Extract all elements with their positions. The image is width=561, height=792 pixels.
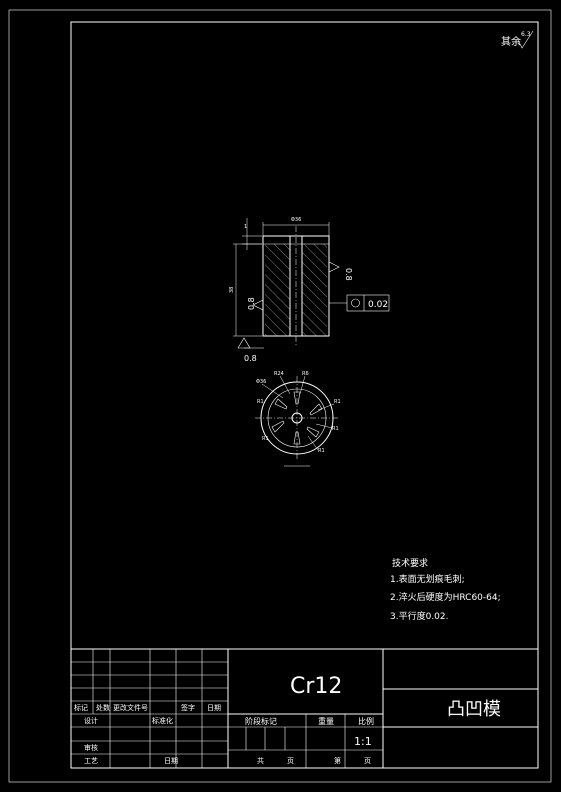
tech-requirement-1: 1.表面无划痕毛刺; [390,573,465,585]
top-view-label-1: R24 [274,371,284,377]
standardization-label: 标准化 [152,716,173,725]
tech-requirements: 技术要求 1.表面无划痕毛刺; 2.淬火后硬度为HRC60-64; 3.平行度0… [390,557,501,622]
tolerance-circle-icon [351,298,360,308]
process-label: 工艺 [84,757,98,765]
tolerance-frame [346,294,390,312]
material-label: Cr12 [290,674,342,699]
rev-header-date: 日期 [207,704,221,712]
scale-value: 1:1 [354,735,372,748]
front-section-view: Φ36 1 38 0.8 0.8 0.8 0.02 [229,217,390,363]
top-plan-view: Φ36 R24 R6 R1 R1 R1 R1 R1 [255,371,341,467]
top-view-label-0: Φ36 [256,379,266,385]
weight-header: 重量 [318,716,334,726]
punch-slots [271,391,323,445]
scale-header: 比例 [358,716,374,726]
roughness-left-label: 0.8 [247,297,256,310]
rev-header-sign: 签字 [181,703,195,712]
roughness-right-label: 0.8 [344,268,353,281]
section-hatch-left [265,244,290,336]
roughness-left-icon [252,299,264,311]
leader-a [261,383,284,399]
part-name: 凸凹模 [447,699,501,720]
title-block-frame [70,648,539,769]
rev-header-doc: 更改文件号 [113,703,148,712]
top-view-label-6: R1 [262,436,269,442]
roughness-other-symbol: 其余 6.3 [501,30,534,49]
top-view-label-2: R6 [302,371,309,377]
top-view-label-4: R1 [334,399,341,405]
sheet-number-unit: 页 [364,757,371,765]
title-block: 标记 处数 更改文件号 签字 日期 设计 标准化 审核 工艺 日期 Cr12 阶… [70,648,539,769]
sheet-total-label: 共 [257,756,264,765]
leader-b [279,375,291,395]
tech-requirement-2: 2.淬火后硬度为HRC60-64; [390,591,501,603]
leader-d [317,403,335,411]
small-dim-label: 1 [244,224,247,230]
sheet-total-unit: 页 [287,757,294,765]
tech-requirement-3: 3.平行度0.02. [390,610,449,622]
left-dim-label: 38 [229,287,235,293]
tech-requirements-title: 技术要求 [392,557,428,569]
dim-top-label: Φ36 [291,217,301,223]
inner-frame [70,21,539,769]
sheet-number-label: 第 [334,756,341,765]
roughness-other-value: 6.3 [521,31,531,38]
leader-c [299,375,306,395]
rev-header-mark: 标记 [74,703,88,712]
roughness-other-label: 其余 [501,35,521,48]
outer-border [8,9,552,783]
date-label: 日期 [164,757,178,765]
roughness-check-icon [517,30,534,49]
rev-header-count: 处数 [96,703,110,712]
roughness-bottom-icon [237,337,251,349]
stage-table: 阶段标记 重量 比例 1:1 共 页 第 页 [228,714,383,768]
review-label: 审核 [84,743,98,752]
tolerance-value: 0.02 [368,300,388,310]
section-hatch-right [302,244,327,336]
leader-f [307,435,319,451]
revision-table: 标记 处数 更改文件号 签字 日期 设计 标准化 审核 工艺 日期 [71,649,228,768]
design-label: 设计 [84,716,98,725]
top-view-label-7: R1 [318,448,325,454]
roughness-right-icon [328,261,340,273]
top-view-label-3: R1 [257,399,264,405]
top-view-label-5: R1 [332,426,339,432]
leader-e [315,423,333,429]
stage-header: 阶段标记 [245,716,277,726]
roughness-bottom-label: 0.8 [244,354,257,363]
